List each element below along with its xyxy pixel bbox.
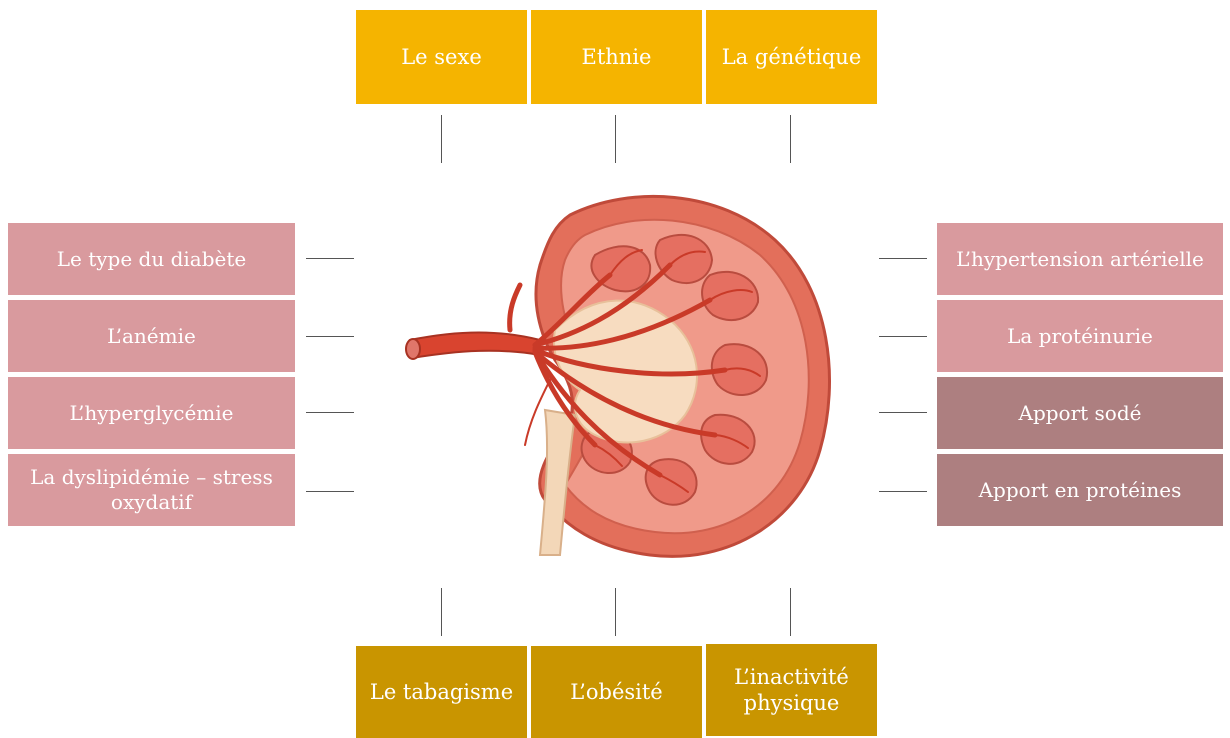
- connector-line: [879, 258, 927, 259]
- factor-label: Le type du diabète: [57, 247, 246, 272]
- factor-box-left-4: La dyslipidémie – stress oxydatif: [8, 454, 295, 526]
- factor-label: Apport en protéines: [979, 478, 1182, 503]
- factor-label: L’anémie: [107, 324, 196, 349]
- factor-label: Le tabagisme: [370, 679, 513, 705]
- factor-box-bottom-3: L’inactivité physique: [706, 644, 877, 736]
- factor-label: La dyslipidémie – stress oxydatif: [16, 465, 287, 515]
- connector-line: [306, 412, 354, 413]
- connector-line: [879, 412, 927, 413]
- factor-label: L’hypertension artérielle: [956, 247, 1204, 272]
- factor-box-right-1: L’hypertension artérielle: [937, 223, 1223, 295]
- factor-label: Le sexe: [401, 44, 482, 70]
- factor-box-right-3: Apport sodé: [937, 377, 1223, 449]
- factor-box-left-3: L’hyperglycémie: [8, 377, 295, 449]
- factor-label: La génétique: [722, 44, 862, 70]
- factor-label: Ethnie: [582, 44, 652, 70]
- factor-box-top-1: Le sexe: [356, 10, 527, 104]
- factor-label: L’obésité: [570, 679, 662, 705]
- factor-label: L’inactivité physique: [714, 664, 869, 717]
- factor-label: Apport sodé: [1019, 401, 1142, 426]
- factor-box-left-2: L’anémie: [8, 300, 295, 372]
- connector-line: [879, 491, 927, 492]
- factor-box-right-2: La protéinurie: [937, 300, 1223, 372]
- factor-box-bottom-1: Le tabagisme: [356, 646, 527, 738]
- factor-box-top-2: Ethnie: [531, 10, 702, 104]
- kidney-illustration: [380, 180, 850, 570]
- factor-label: La protéinurie: [1007, 324, 1153, 349]
- connector-line: [306, 491, 354, 492]
- factor-box-right-4: Apport en protéines: [937, 454, 1223, 526]
- connector-line: [615, 115, 616, 163]
- factor-box-top-3: La génétique: [706, 10, 877, 104]
- factor-label: L’hyperglycémie: [70, 401, 234, 426]
- connector-line: [441, 588, 442, 636]
- connector-line: [306, 336, 354, 337]
- connector-line: [615, 588, 616, 636]
- connector-line: [441, 115, 442, 163]
- factor-box-left-1: Le type du diabète: [8, 223, 295, 295]
- connector-line: [790, 115, 791, 163]
- factor-box-bottom-2: L’obésité: [531, 646, 702, 738]
- connector-line: [790, 588, 791, 636]
- connector-line: [879, 336, 927, 337]
- connector-line: [306, 258, 354, 259]
